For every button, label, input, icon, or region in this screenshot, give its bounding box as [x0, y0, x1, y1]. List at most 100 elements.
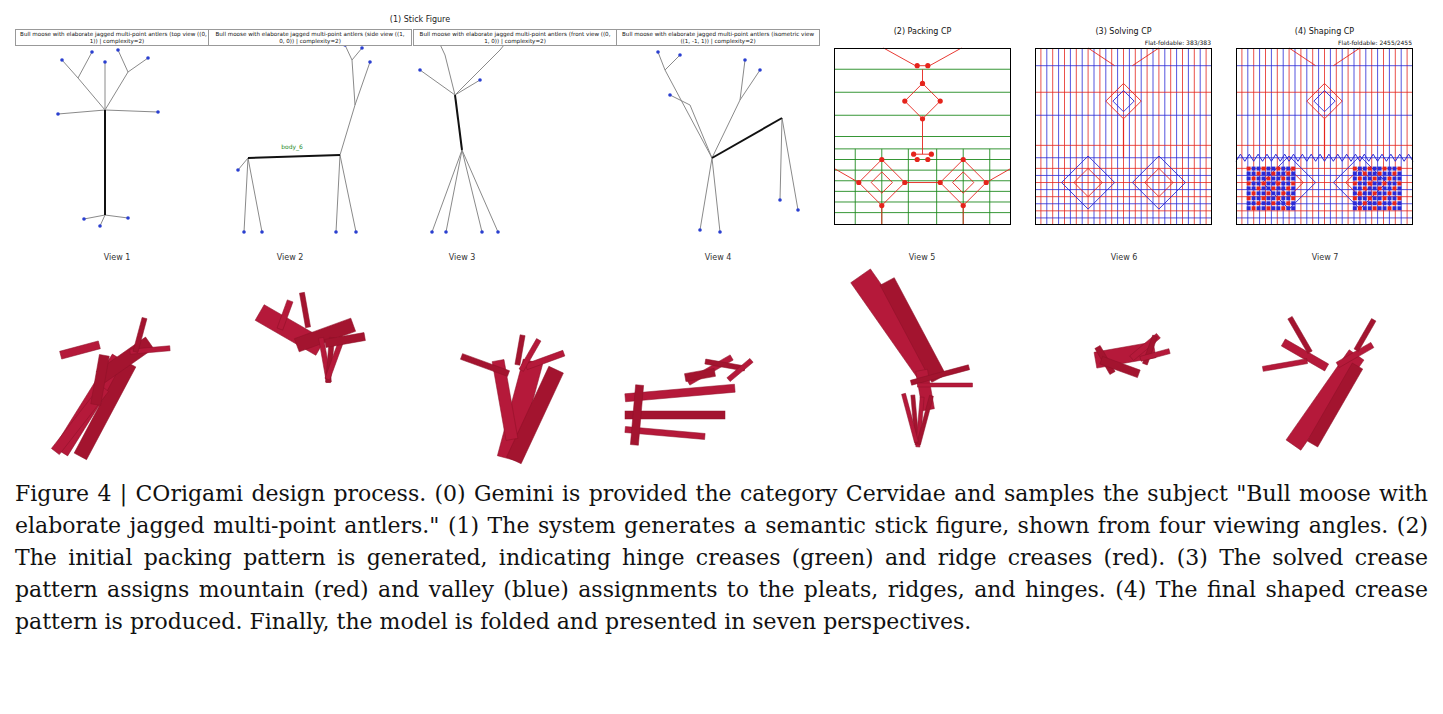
crease-line	[1141, 48, 1142, 225]
dense-crease-cell	[1397, 181, 1401, 185]
dense-crease-cell	[1397, 172, 1401, 176]
crease-line	[1307, 83, 1325, 101]
dense-crease-cell	[1392, 186, 1396, 190]
dense-crease-cell	[1383, 196, 1387, 200]
dense-crease-cell	[1378, 167, 1382, 171]
folded-model	[1094, 333, 1170, 377]
joint-dot	[126, 216, 130, 220]
crease-line	[1289, 156, 1316, 183]
crease-pattern-panel: (3) Solving CPFlat-foldable: 383/383	[1035, 48, 1212, 225]
crease-line	[1289, 183, 1316, 210]
crease-line	[1407, 48, 1408, 225]
crease-line	[1132, 48, 1159, 66]
crease-line	[1135, 48, 1136, 225]
crease-line	[1088, 156, 1115, 183]
dense-crease-cell	[1363, 196, 1367, 200]
crease-line	[1124, 101, 1135, 112]
dense-crease-cell	[1271, 181, 1275, 185]
crease-line	[1035, 203, 1212, 204]
limb-line	[340, 105, 355, 155]
dense-crease-cell	[1286, 177, 1290, 181]
crease-line	[1076, 48, 1077, 225]
paper-flap	[507, 366, 564, 463]
dense-crease-cell	[1271, 186, 1275, 190]
joint-dot	[480, 230, 484, 234]
limb-line	[446, 150, 462, 232]
dense-crease-cell	[1281, 186, 1285, 190]
paper-flap	[299, 292, 310, 327]
view-label: View 2	[277, 254, 304, 263]
dense-crease-cell	[1261, 196, 1265, 200]
crease-line	[1159, 183, 1173, 197]
crease-line	[1088, 168, 1102, 182]
crease-line	[1035, 196, 1212, 197]
crease-line	[1124, 83, 1142, 101]
crease-line	[1194, 48, 1195, 225]
limb-line	[352, 48, 362, 60]
limb-line	[345, 45, 352, 60]
dense-crease-cell	[1358, 177, 1362, 181]
paper-flap	[325, 333, 366, 348]
dense-crease-cell	[1392, 191, 1396, 195]
dense-crease-cell	[1353, 196, 1357, 200]
dense-crease-cell	[1358, 191, 1362, 195]
dense-crease-cell	[1247, 196, 1251, 200]
dense-crease-cell	[1358, 167, 1362, 171]
dense-crease-cell	[1247, 206, 1251, 210]
limb-line	[355, 62, 370, 105]
dense-crease-cell	[1291, 196, 1295, 200]
dense-crease-cell	[1271, 201, 1275, 205]
limb-line	[740, 60, 745, 100]
crease-line	[1206, 48, 1207, 225]
crease-line	[1113, 90, 1124, 101]
dense-crease-cell	[1252, 201, 1256, 205]
joint-dot	[778, 198, 782, 202]
crease-line	[1113, 101, 1124, 112]
joint-dot	[156, 110, 160, 114]
crease-line	[930, 48, 962, 66]
body-line	[712, 118, 782, 158]
paper-flap	[1140, 349, 1170, 362]
dense-crease-cell	[1271, 167, 1275, 171]
dense-crease-cell	[1281, 201, 1285, 205]
crease-line	[986, 168, 1011, 182]
crease-line	[1307, 101, 1325, 119]
paper-flap	[515, 335, 525, 365]
dense-crease-cell	[1271, 191, 1275, 195]
limb-line	[105, 110, 158, 112]
limb-line	[670, 95, 690, 105]
dense-crease-cell	[1261, 181, 1265, 185]
view-title-box: Bull moose with elaborate jagged multi-p…	[413, 29, 617, 46]
dense-crease-cell	[1373, 196, 1377, 200]
paper-flap	[255, 305, 325, 356]
dense-crease-cell	[1363, 186, 1367, 190]
crease-line	[914, 154, 932, 155]
limb-line	[105, 215, 128, 218]
dense-crease-cell	[1261, 172, 1265, 176]
crease-line	[1088, 48, 1115, 66]
limb-line	[336, 155, 340, 232]
limb-line	[238, 158, 248, 170]
crease-line	[905, 182, 940, 183]
view-label: View 4	[705, 254, 732, 263]
dense-crease-cell	[1286, 191, 1290, 195]
crease-line	[1325, 83, 1343, 101]
crease-line	[1314, 101, 1325, 112]
crease-line	[922, 69, 923, 83]
limb-line	[128, 58, 148, 72]
joint-dot	[360, 46, 364, 50]
crease-line	[1132, 156, 1159, 183]
joint-dot	[60, 58, 64, 62]
dense-crease-cell	[1276, 206, 1280, 210]
solving-cp	[1035, 48, 1212, 225]
crease-line	[1200, 48, 1201, 225]
dense-crease-cell	[1368, 196, 1372, 200]
crease-line	[834, 191, 1011, 192]
crease-line	[1046, 48, 1047, 225]
joint-dot	[418, 68, 422, 72]
dense-crease-cell	[1266, 181, 1270, 185]
dense-crease-cell	[1353, 177, 1357, 181]
limb-line	[455, 50, 500, 95]
dense-crease-cell	[1266, 196, 1270, 200]
